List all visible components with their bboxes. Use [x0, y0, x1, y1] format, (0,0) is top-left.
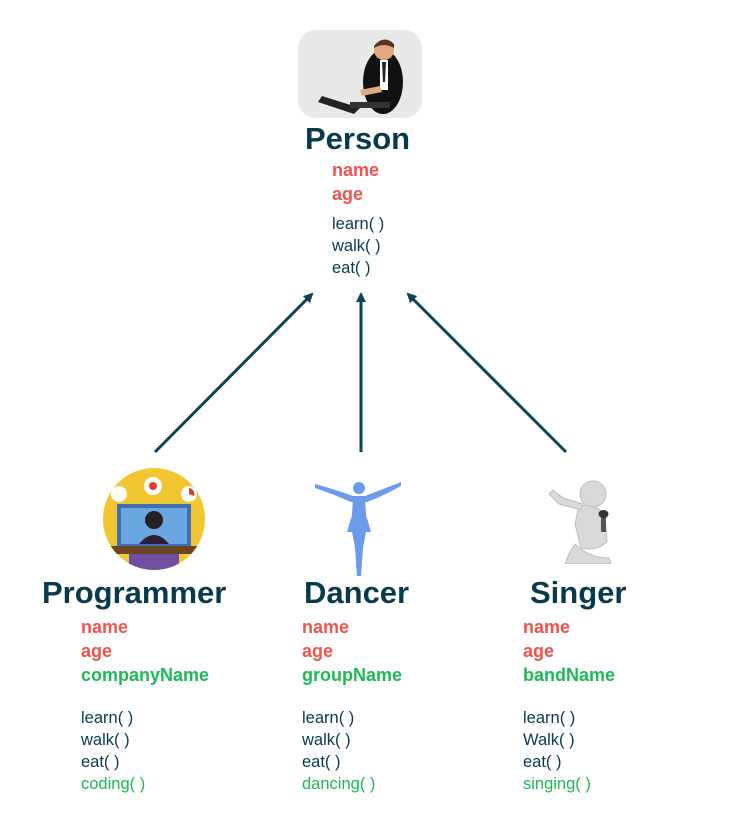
singer-field-age: age: [523, 641, 555, 661]
singer-method-eat: eat( ): [523, 753, 562, 771]
person-method-eat: eat( ): [332, 259, 371, 277]
singer-title: Singer: [530, 575, 627, 610]
dancer-method-dancing: dancing( ): [302, 775, 376, 793]
person-method-learn: learn( ): [332, 215, 385, 233]
programmer-method-learn: learn( ): [81, 709, 134, 727]
arrow-singer-to-person: [406, 292, 568, 454]
dancer-method-walk: walk( ): [302, 731, 351, 749]
dancer-method-eat: eat( ): [302, 753, 341, 771]
programmer-field-name: name: [81, 617, 129, 637]
singer-method-learn: learn( ): [523, 709, 576, 727]
dancer-field-age: age: [302, 641, 334, 661]
singer-field-name: name: [523, 617, 571, 637]
singer-method-singing: singing( ): [523, 775, 591, 793]
person-title: Person: [305, 121, 411, 156]
dancer-icon: [313, 478, 403, 578]
programmer-icon: [103, 468, 205, 570]
programmer-method-walk: walk( ): [81, 731, 130, 749]
singer-icon: [535, 478, 619, 565]
person-method-walk: walk( ): [332, 237, 381, 255]
programmer-title: Programmer: [42, 575, 227, 610]
arrow-programmer-to-person: [153, 292, 314, 454]
person-field-name: name: [332, 160, 380, 180]
person-icon: [298, 30, 422, 118]
singer-field-bandname: bandName: [523, 665, 616, 685]
singer-method-walk: Walk( ): [523, 731, 575, 749]
programmer-method-eat: eat( ): [81, 753, 120, 771]
programmer-field-age: age: [81, 641, 113, 661]
dancer-field-name: name: [302, 617, 350, 637]
dancer-title: Dancer: [304, 575, 410, 610]
programmer-method-coding: coding( ): [81, 775, 146, 793]
person-field-age: age: [332, 184, 364, 204]
dancer-method-learn: learn( ): [302, 709, 355, 727]
programmer-field-companyname: companyName: [81, 665, 210, 685]
dancer-field-groupname: groupName: [302, 665, 403, 685]
